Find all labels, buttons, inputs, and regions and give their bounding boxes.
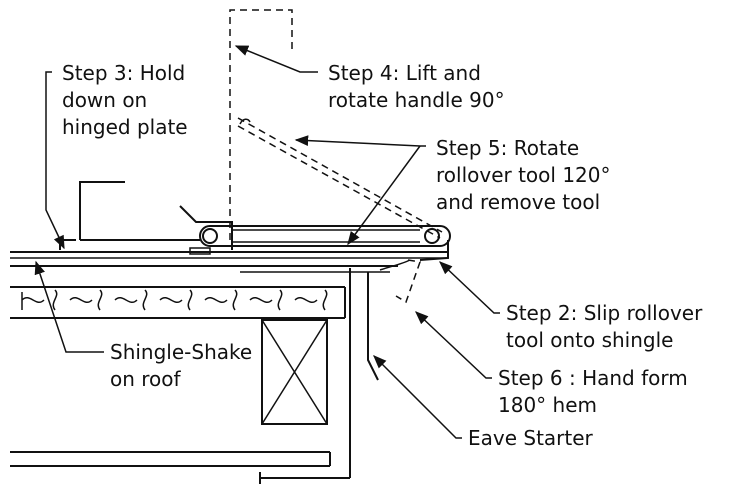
svg-text:Step 6 : Hand form: Step 6 : Hand form <box>498 366 688 390</box>
svg-text:Shingle-Shake: Shingle-Shake <box>110 340 252 364</box>
svg-text:and remove tool: and remove tool <box>436 190 600 214</box>
svg-text:rotate handle 90°: rotate handle 90° <box>328 88 505 112</box>
svg-text:Step 4: Lift and: Step 4: Lift and <box>328 61 481 85</box>
shingle-label: Shingle-Shake on roof <box>110 340 252 391</box>
svg-text:Step 5: Rotate: Step 5: Rotate <box>436 136 579 160</box>
svg-text:rollover tool 120°: rollover tool 120° <box>436 163 611 187</box>
step6-label: Step 6 : Hand form 180° hem <box>498 366 688 417</box>
step2-label: Step 2: Slip rollover tool onto shingle <box>506 301 703 352</box>
leader-lines <box>34 45 500 439</box>
svg-text:Step 3: Hold: Step 3: Hold <box>62 61 185 85</box>
rollover-tool <box>59 181 451 261</box>
svg-text:hinged plate: hinged plate <box>62 115 188 139</box>
step4-label: Step 4: Lift and rotate handle 90° <box>328 61 505 112</box>
svg-text:Step 2: Slip rollover: Step 2: Slip rollover <box>506 301 703 325</box>
svg-text:tool onto shingle: tool onto shingle <box>506 328 673 352</box>
handle-dashed-positions <box>229 9 443 304</box>
svg-text:down on: down on <box>62 88 147 112</box>
svg-text:180° hem: 180° hem <box>498 393 597 417</box>
roof-structure <box>10 251 448 484</box>
step5-label: Step 5: Rotate rollover tool 120° and re… <box>436 136 611 214</box>
svg-text:Eave Starter: Eave Starter <box>468 426 594 450</box>
eave-starter-label: Eave Starter <box>468 426 594 450</box>
svg-text:on roof: on roof <box>110 367 182 391</box>
step3-label: Step 3: Hold down on hinged plate <box>62 61 188 139</box>
